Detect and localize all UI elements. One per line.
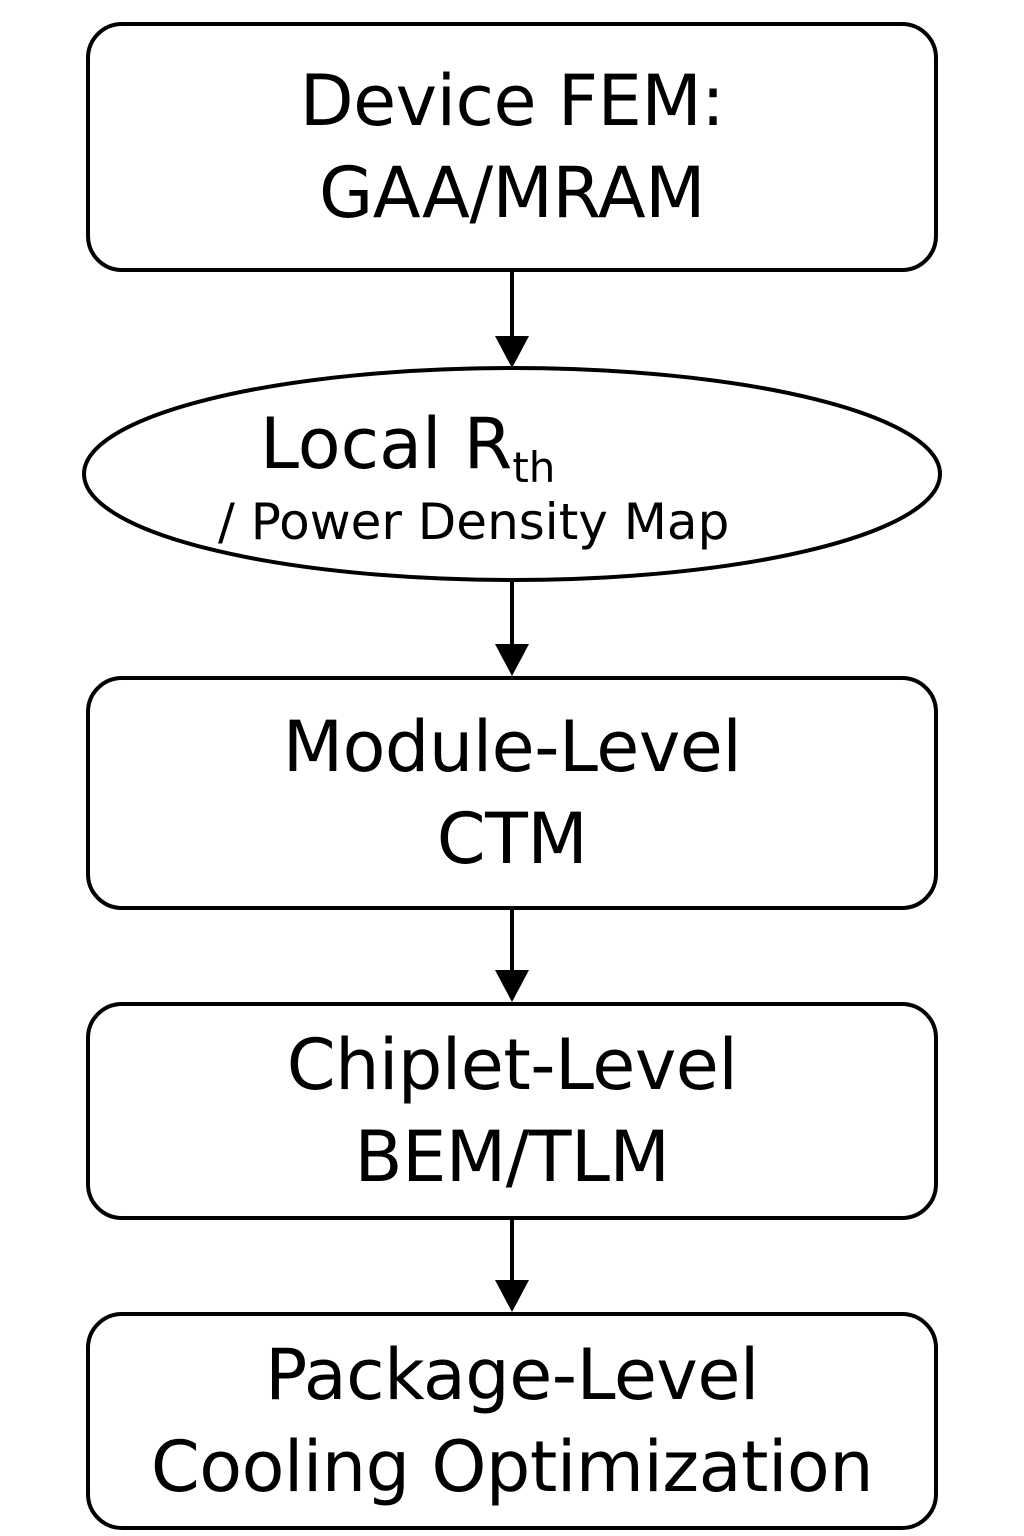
- local-rth-main: Local R: [260, 403, 513, 485]
- arrow-module-to-chiplet: [495, 910, 529, 1002]
- node-label-line-2: BEM/TLM: [354, 1116, 670, 1198]
- arrow-local-rth-to-module: [495, 582, 529, 676]
- module-level-node: Module-Level CTM: [86, 676, 938, 910]
- node-label-line-1: Package-Level: [265, 1334, 759, 1416]
- local-rth-line-1: Local Rth: [260, 404, 555, 508]
- node-label-line-1: Device FEM:: [299, 60, 725, 142]
- arrow-chiplet-to-package: [495, 1220, 529, 1312]
- package-level-node: Package-Level Cooling Optimization: [86, 1312, 938, 1530]
- local-rth-subscript: th: [512, 443, 556, 492]
- local-rth-line-2: / Power Density Map: [218, 493, 730, 551]
- device-fem-node: Device FEM: GAA/MRAM: [86, 22, 938, 272]
- chiplet-level-node: Chiplet-Level BEM/TLM: [86, 1002, 938, 1220]
- local-rth-node: Local Rth / Power Density Map: [0, 0, 1024, 551]
- node-label-line-2: Cooling Optimization: [150, 1426, 874, 1508]
- node-label-line-1: Chiplet-Level: [286, 1024, 738, 1106]
- node-label-line-2: GAA/MRAM: [318, 152, 706, 234]
- node-label-line-1: Module-Level: [282, 706, 742, 788]
- arrow-device-to-local-rth: [495, 272, 529, 368]
- node-label-line-2: CTM: [436, 798, 588, 880]
